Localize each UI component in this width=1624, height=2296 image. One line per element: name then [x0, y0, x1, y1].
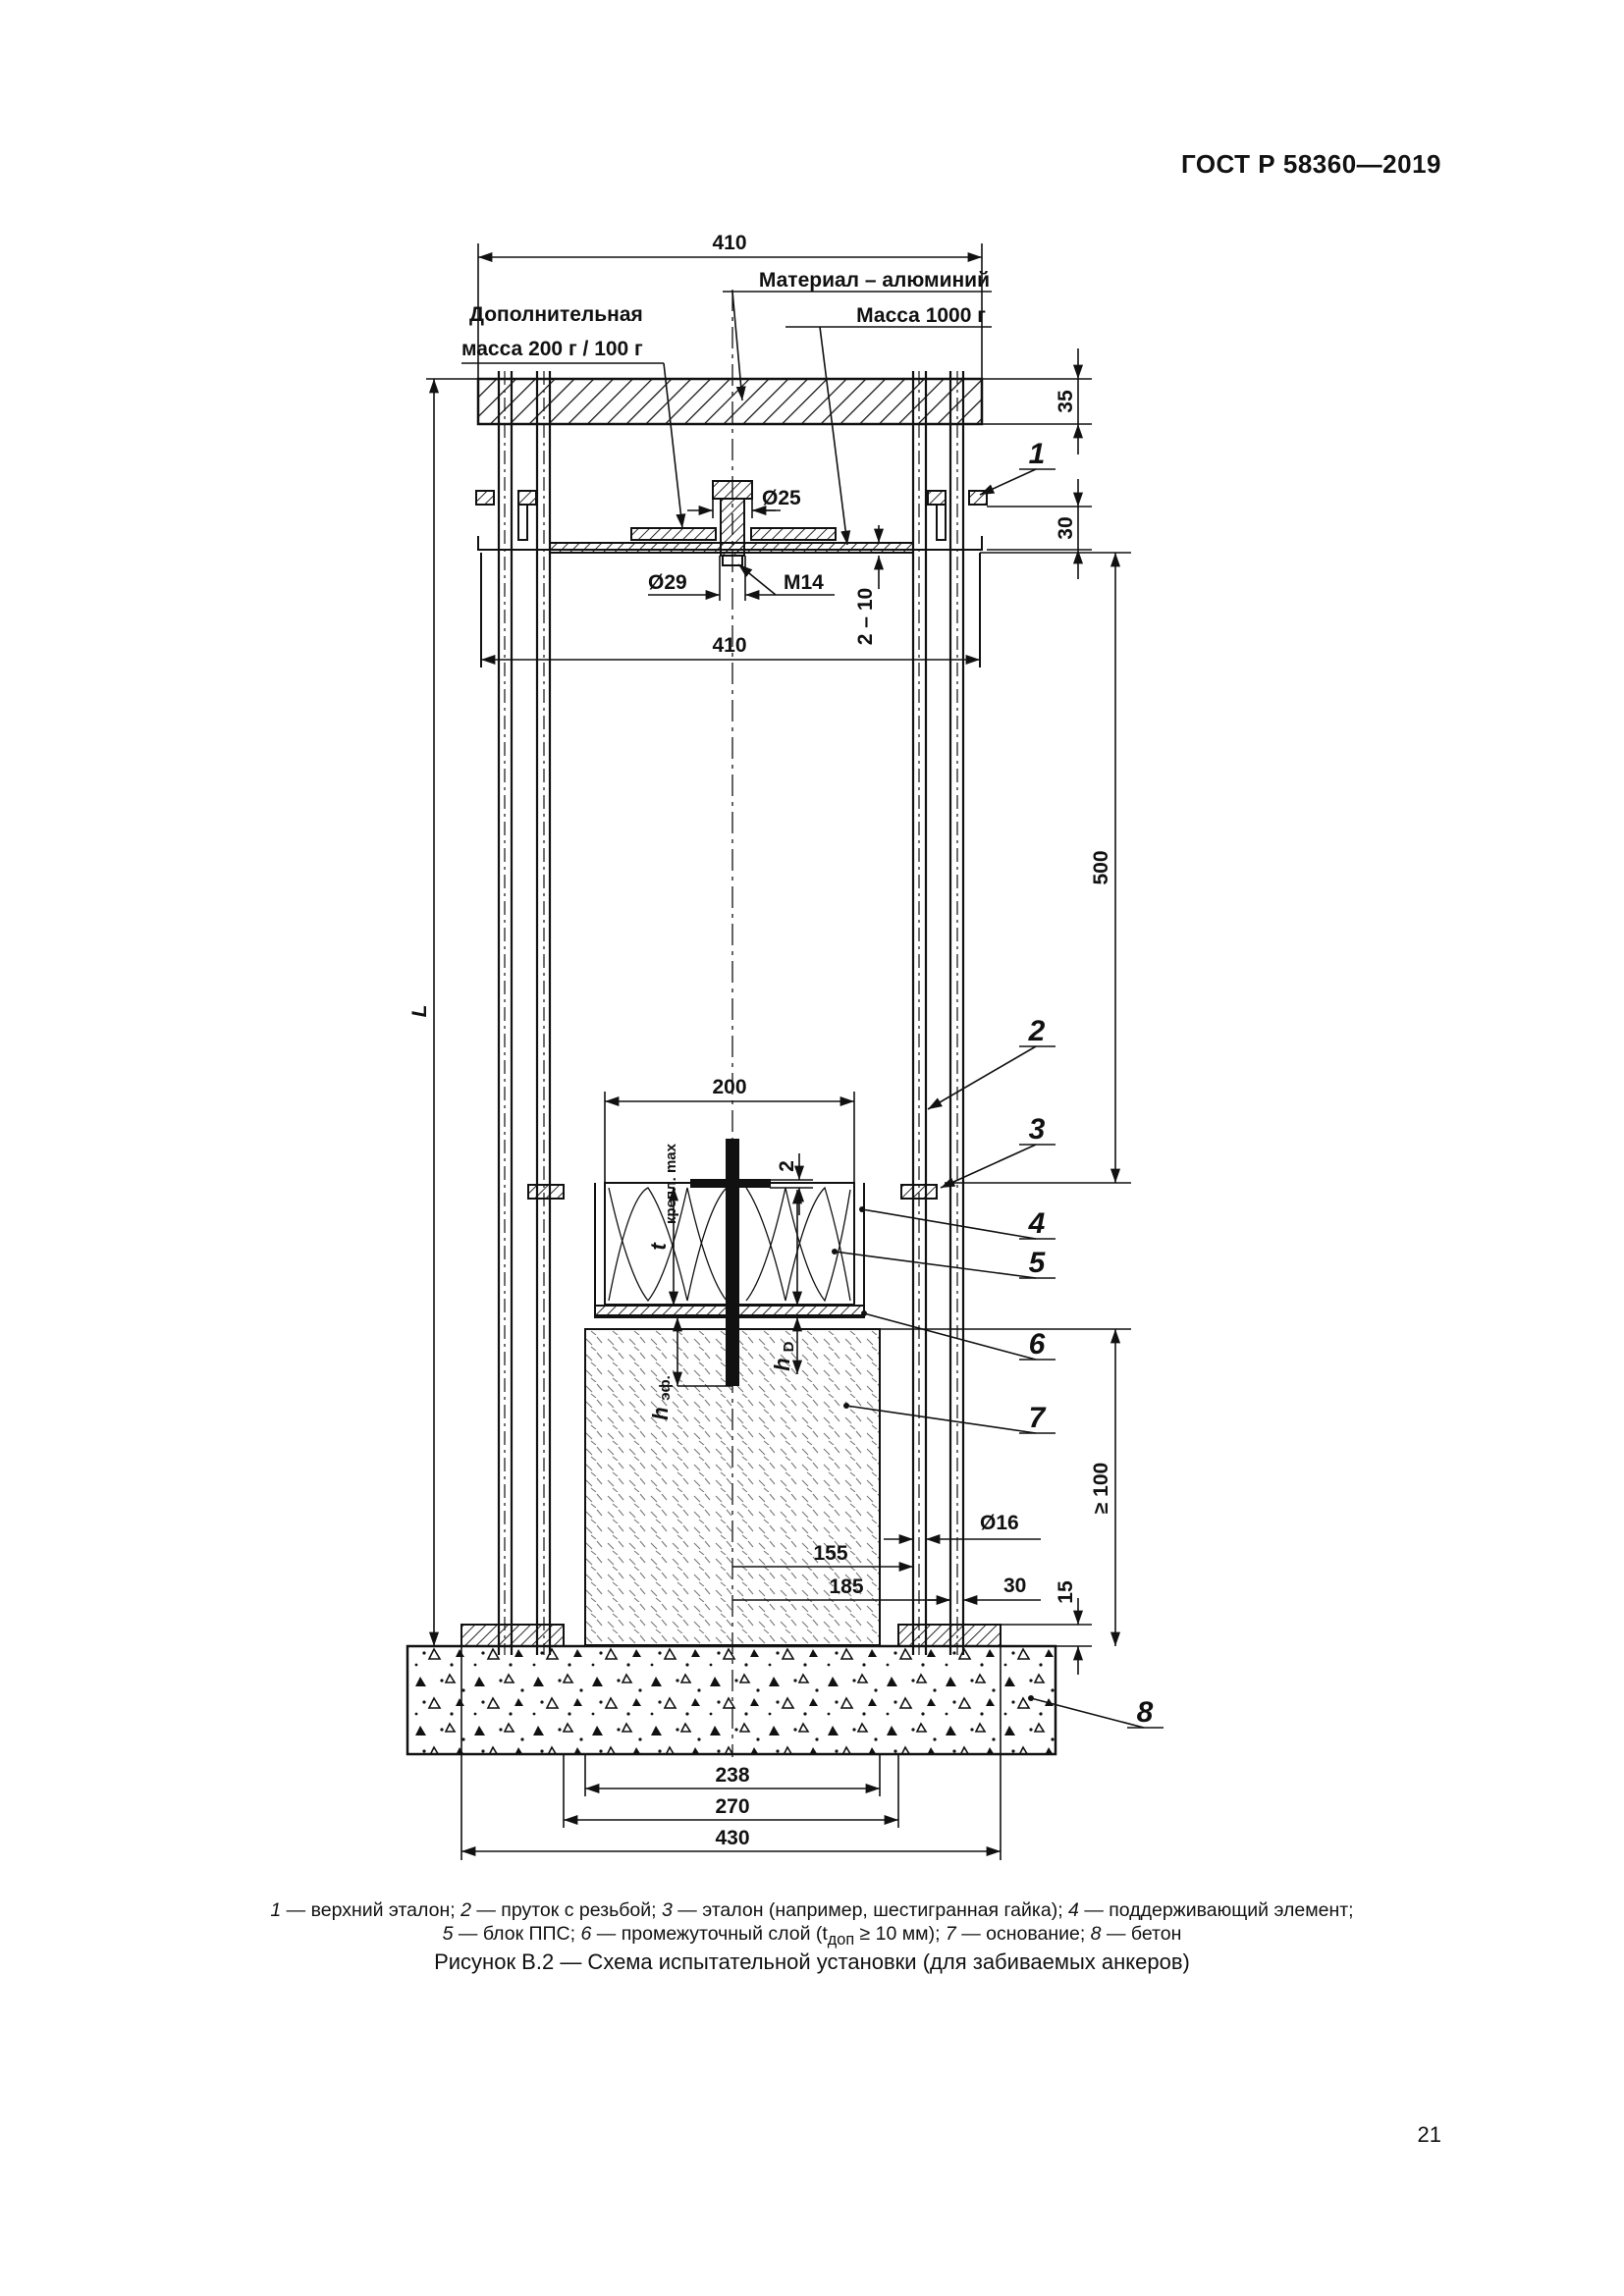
- label-extra-mass-1: Дополнительная: [469, 303, 643, 326]
- dim-thread: M14: [784, 571, 824, 594]
- position-2: 2: [1028, 1015, 1046, 1047]
- page-number: 21: [1417, 2122, 1441, 2147]
- dim-base-height: ≥ 100: [1090, 1463, 1112, 1514]
- figure-caption: Рисунок В.2 — Схема испытательной устано…: [434, 1949, 1190, 1974]
- dim-15: 15: [1055, 1580, 1077, 1604]
- legend-line-2: 5 — блок ППС; 6 — промежуточный слой (tд…: [442, 1923, 1182, 1949]
- dim-gap: 2 – 10: [854, 588, 877, 645]
- document-header: ГОСТ Р 58360—2019: [1180, 149, 1441, 179]
- position-8: 8: [1137, 1696, 1154, 1729]
- dim-155: 155: [813, 1542, 847, 1565]
- dim-430: 430: [715, 1827, 749, 1849]
- legend-line-1: 1 — верхний эталон; 2 — пруток с резьбой…: [270, 1899, 1354, 1921]
- var-h-ef-sub: эф.: [657, 1375, 674, 1401]
- position-4: 4: [1028, 1207, 1046, 1240]
- dim-30-right: 30: [1003, 1575, 1026, 1597]
- dim-rod-diameter: Ø16: [980, 1512, 1019, 1534]
- label-extra-mass-2: масса 200 г / 100 г: [461, 338, 643, 360]
- label-material: Материал – алюминий: [759, 269, 990, 292]
- position-1: 1: [1029, 438, 1046, 470]
- test-setup-drawing: 410 Материал – алюминий Дополнительная м…: [406, 232, 1164, 1860]
- dim-top-width: 410: [712, 232, 746, 254]
- var-t: t: [646, 1242, 671, 1251]
- dim-block-width: 200: [712, 1076, 746, 1098]
- position-7: 7: [1029, 1402, 1047, 1434]
- dim-nut-diameter: Ø25: [762, 487, 801, 509]
- dim-washer-gap: 2: [776, 1160, 798, 1172]
- dim-bore-diameter: Ø29: [648, 571, 687, 594]
- dim-270: 270: [715, 1795, 749, 1818]
- position-5: 5: [1029, 1247, 1047, 1279]
- dim-nut-height: 30: [1055, 516, 1077, 539]
- var-h-d-sub: D: [781, 1341, 797, 1352]
- var-t-sub: крепл. max: [663, 1143, 679, 1224]
- var-h-ef: h: [648, 1407, 673, 1419]
- var-h-d: h: [770, 1358, 794, 1370]
- position-3: 3: [1029, 1113, 1046, 1146]
- position-6: 6: [1029, 1328, 1046, 1361]
- label-mass: Масса 1000 г: [856, 304, 986, 327]
- dim-drop-height: 500: [1090, 850, 1112, 884]
- dim-185: 185: [829, 1575, 863, 1598]
- dim-mid-width: 410: [712, 634, 746, 657]
- dim-plate-thickness: 35: [1055, 390, 1077, 413]
- dim-238: 238: [715, 1764, 749, 1787]
- dim-length: L: [408, 1005, 431, 1018]
